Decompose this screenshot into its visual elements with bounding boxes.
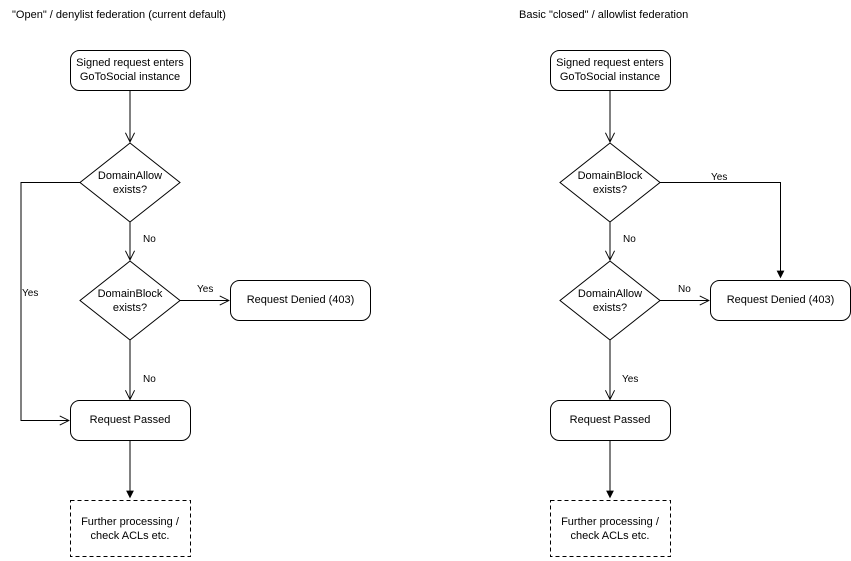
diagram-open-denylist [20, 50, 371, 557]
edge-allow-yes-left [20, 182, 80, 421]
node-allow-left[interactable] [79, 142, 181, 223]
node-block-right[interactable] [559, 142, 661, 223]
node-entry-left[interactable] [70, 50, 191, 91]
node-allow-right[interactable] [559, 260, 661, 341]
node-further-left[interactable] [70, 500, 191, 557]
diagram-title-closed-allowlist: Basic "closed" / allowlist federation [519, 9, 689, 21]
diagram-closed-allowlist [550, 50, 851, 557]
node-passed-right[interactable] [550, 400, 671, 441]
node-further-right[interactable] [550, 500, 671, 557]
edge-block-yes-right [660, 182, 781, 278]
node-denied-left[interactable] [230, 280, 371, 321]
diagram-title-open-denylist: "Open" / denylist federation (current de… [12, 9, 226, 21]
node-denied-right[interactable] [710, 280, 851, 321]
node-entry-right[interactable] [550, 50, 671, 91]
node-block-left[interactable] [79, 260, 181, 341]
node-passed-left[interactable] [70, 400, 191, 441]
